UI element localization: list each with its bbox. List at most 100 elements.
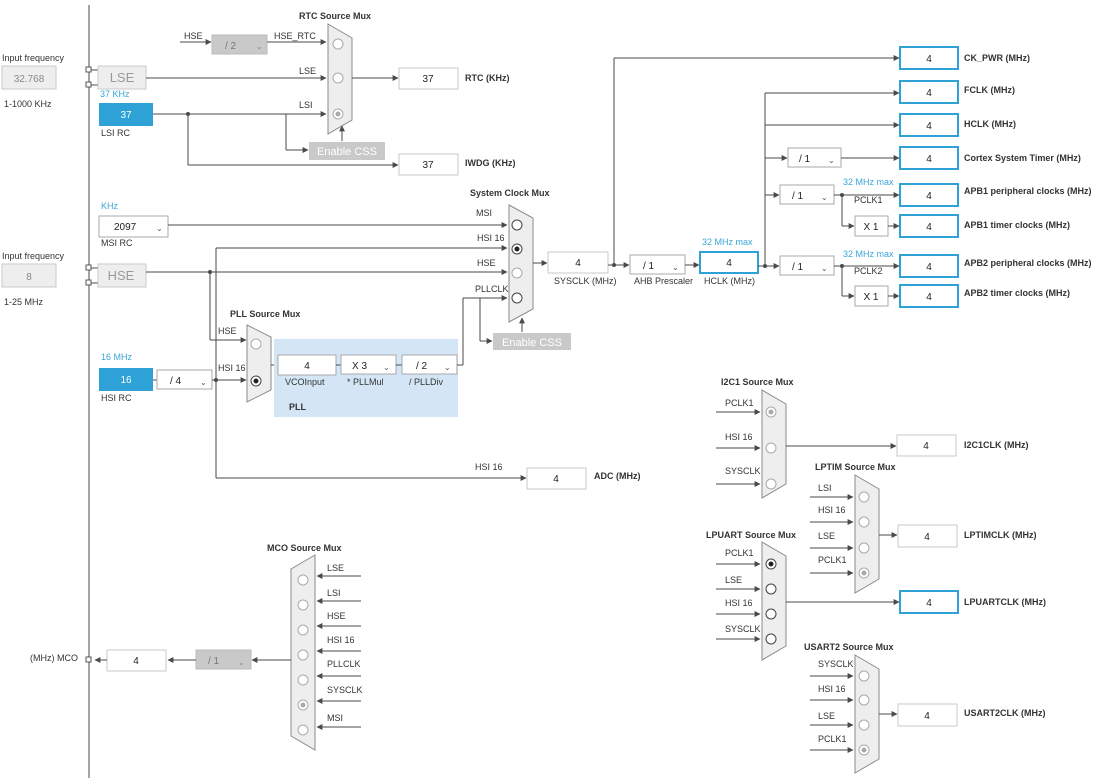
apb2-output-box[interactable]: [899, 254, 959, 278]
iwdg-output-box[interactable]: [398, 153, 459, 176]
hse-input-field[interactable]: [1, 263, 57, 288]
pll-title: PLL: [289, 402, 307, 412]
usart2-mux-input-lse[interactable]: [858, 719, 870, 731]
mco-mux-input-hse[interactable]: [297, 624, 309, 636]
lptim-mux-input-lse[interactable]: [858, 542, 870, 554]
sys-mux-label-msi: MSI: [476, 208, 492, 218]
lpuart-output-box[interactable]: [899, 590, 959, 614]
hse-label: HSE: [108, 268, 135, 283]
hse-oscillator[interactable]: [97, 263, 147, 288]
cortex-label: Cortex System Timer (MHz): [964, 153, 1081, 163]
mco-mux-input-lse[interactable]: [297, 574, 309, 586]
apb2-timer-value: 4: [926, 292, 932, 303]
rtc-enable-css-button[interactable]: [309, 142, 385, 160]
ahb-prescaler-value: / 1: [643, 261, 655, 272]
sys-mux-input-pllclk[interactable]: [511, 292, 523, 304]
usart2-label-pclk1: PCLK1: [818, 734, 847, 744]
i2c1-label: I2C1CLK (MHz): [964, 440, 1029, 450]
msi-range-select[interactable]: [98, 215, 169, 238]
pll-block: [274, 339, 458, 417]
apb2-pclk-label: PCLK2: [854, 266, 883, 276]
msi-unit: KHz: [101, 201, 119, 211]
pll-vco-label: VCOInput: [285, 377, 325, 387]
svg-text:⌄: ⌄: [156, 224, 163, 233]
apb1-timer-output-box[interactable]: [899, 214, 959, 238]
adc-output-box[interactable]: [526, 467, 587, 490]
lpuart-mux-input-lse[interactable]: [765, 583, 777, 595]
mco-mux-input-msi[interactable]: [297, 724, 309, 736]
sysclk-label: SYSCLK (MHz): [554, 276, 617, 286]
apb2-timer-label: APB2 timer clocks (MHz): [964, 288, 1070, 298]
usart2-mux-input-sysclk[interactable]: [858, 670, 870, 682]
lse-input-field[interactable]: [1, 65, 57, 90]
hclk-output-label: HCLK (MHz): [964, 119, 1016, 129]
lptim-mux-input-hsi[interactable]: [858, 516, 870, 528]
usart2-mux-input-hsi[interactable]: [858, 694, 870, 706]
hsi-label: HSI RC: [101, 393, 132, 403]
sys-mux-input-hse[interactable]: [511, 267, 523, 279]
lptim-label-hsi: HSI 16: [818, 505, 846, 515]
apb1-divider-value: / 1: [792, 191, 804, 202]
lptim-value: 4: [924, 532, 930, 543]
lse-input-title: Input frequency: [2, 53, 65, 63]
sys-enable-css-button[interactable]: [493, 333, 571, 350]
lptim-mux-title: LPTIM Source Mux: [815, 462, 896, 472]
cortex-output-box[interactable]: [899, 146, 959, 170]
pll-mux-input-hse[interactable]: [250, 338, 262, 350]
i2c1-output-box[interactable]: [896, 434, 957, 457]
lpuart-mux-input-sysclk[interactable]: [765, 633, 777, 645]
i2c1-mux-input-sysclk[interactable]: [765, 478, 777, 490]
apb1-timer-label: APB1 timer clocks (MHz): [964, 220, 1070, 230]
mco-label-lse: LSE: [327, 563, 344, 573]
mco-label-sysclk: SYSCLK: [327, 685, 363, 695]
lptim-mux-input-lsi[interactable]: [858, 491, 870, 503]
apb2-label: APB2 peripheral clocks (MHz): [964, 258, 1092, 268]
hclk-max: 32 MHz max: [702, 237, 753, 247]
apb1-output-box[interactable]: [899, 183, 959, 207]
iwdg-output-value: 37: [422, 160, 434, 171]
hclk-input-box[interactable]: [699, 251, 759, 274]
apb1-value: 4: [926, 191, 932, 202]
sys-mux-input-msi[interactable]: [511, 219, 523, 231]
mco-mux-input-pllclk[interactable]: [297, 674, 309, 686]
usart2-label-lse: LSE: [818, 711, 835, 721]
rtc-hse-divider[interactable]: [211, 34, 268, 55]
cortex-divider-value: / 1: [799, 154, 811, 165]
hse-input-value: 8: [26, 272, 32, 283]
pll-mux-label-hse: HSE: [218, 326, 237, 336]
i2c1-label-pclk1: PCLK1: [725, 398, 754, 408]
sys-mux-label-hsi: HSI 16: [477, 233, 505, 243]
fclk-value: 4: [926, 88, 932, 99]
hse-input-title: Input frequency: [2, 251, 65, 261]
hclk-output-box[interactable]: [899, 113, 959, 137]
lsi-freq: 37 KHz: [100, 89, 130, 99]
fclk-output-box[interactable]: [899, 80, 959, 104]
svg-text:⌄: ⌄: [444, 363, 451, 372]
hsi-rc-box[interactable]: [99, 368, 153, 391]
mco-label-pllclk: PLLCLK: [327, 659, 361, 669]
rtc-output-box[interactable]: [398, 67, 459, 90]
cortex-value: 4: [926, 154, 932, 165]
rtc-mux-input-lse[interactable]: [332, 72, 344, 84]
sysclk-output-box[interactable]: [547, 251, 609, 274]
apb1-timer-mul-value: X 1: [863, 222, 878, 233]
lpuart-mux-input-hsi[interactable]: [765, 608, 777, 620]
ck-pwr-output-box[interactable]: [899, 46, 959, 70]
usart2-value: 4: [924, 711, 930, 722]
usart2-label-hsi: HSI 16: [818, 684, 846, 694]
i2c1-mux-title: I2C1 Source Mux: [721, 377, 794, 387]
mco-mux-title: MCO Source Mux: [267, 543, 342, 553]
mco-mux-input-lsi[interactable]: [297, 599, 309, 611]
svg-text:⌄: ⌄: [821, 264, 828, 273]
mco-mux-input-hsi[interactable]: [297, 649, 309, 661]
usart2-output-box[interactable]: [897, 703, 958, 727]
i2c1-mux-input-hsi[interactable]: [765, 442, 777, 454]
rtc-mux-input-hse[interactable]: [332, 38, 344, 50]
pll-source-mux: [246, 324, 272, 403]
lptim-output-box[interactable]: [897, 524, 958, 548]
apb2-timer-output-box[interactable]: [899, 284, 959, 308]
lsi-rc-box[interactable]: [99, 103, 153, 126]
mco-label-msi: MSI: [327, 713, 343, 723]
lpuart-label-lse: LSE: [725, 575, 742, 585]
sysclk-value: 4: [575, 258, 581, 269]
